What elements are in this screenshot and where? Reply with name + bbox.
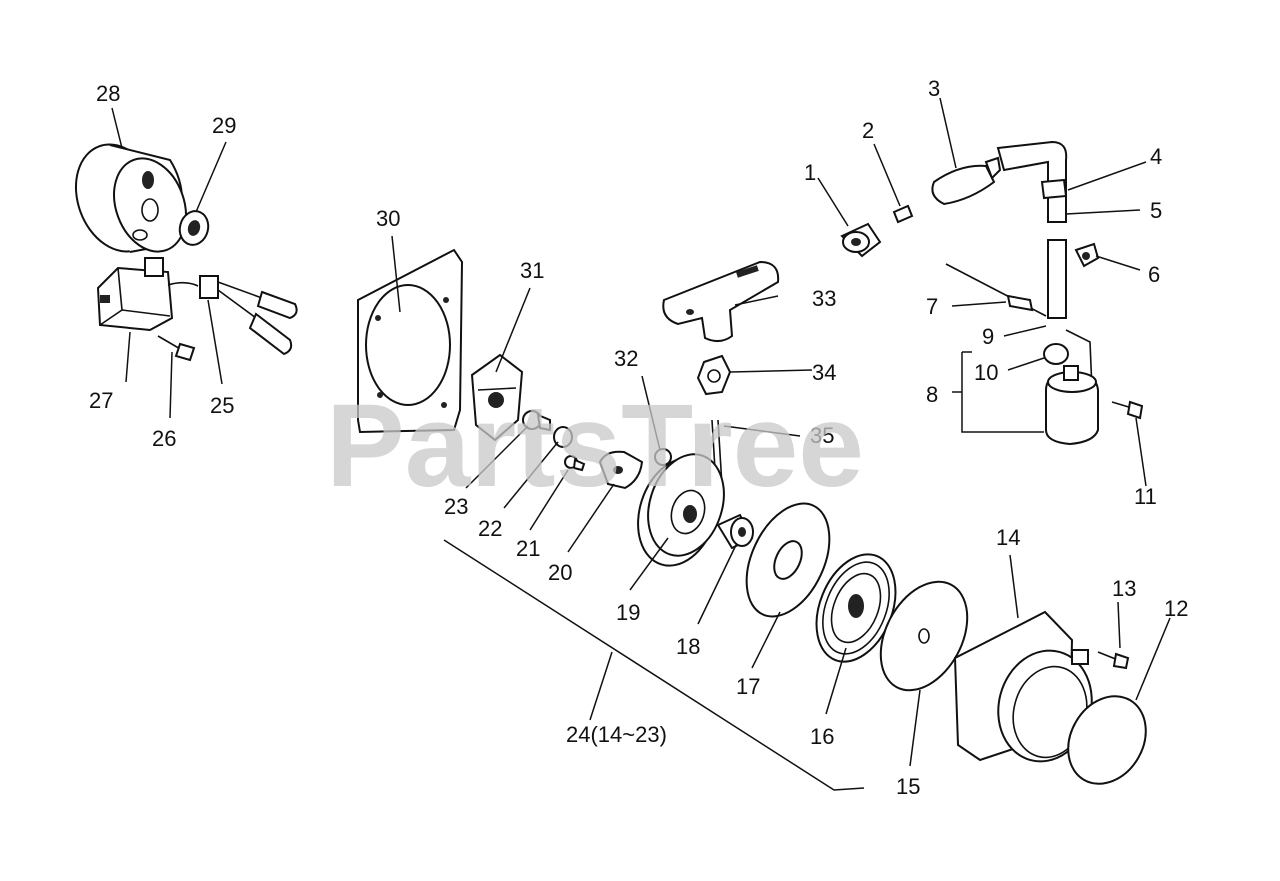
- callout-5[interactable]: 5: [1150, 198, 1162, 223]
- part-28-flywheel[interactable]: [62, 133, 199, 264]
- part-10-cap[interactable]: [1043, 329, 1093, 391]
- part-29-washer[interactable]: [176, 208, 212, 248]
- callout-34[interactable]: 34: [812, 360, 836, 385]
- callout-3[interactable]: 3: [928, 76, 940, 101]
- part-22-washer[interactable]: [553, 426, 573, 448]
- partstree-watermark: PartsTree: [326, 380, 864, 512]
- part-5-tube[interactable]: [996, 140, 1068, 319]
- callout-13[interactable]: 13: [1112, 576, 1136, 601]
- part-11-bolt[interactable]: [1111, 400, 1144, 420]
- callout-20[interactable]: 20: [548, 560, 572, 585]
- part-1-grommet[interactable]: [840, 222, 882, 258]
- part-21-screw[interactable]: [564, 455, 586, 472]
- part-12-cover[interactable]: [1053, 682, 1161, 798]
- callout-27[interactable]: 27: [89, 388, 113, 413]
- part-6-clip[interactable]: [1074, 242, 1100, 268]
- part-27-ignition-coil[interactable]: [96, 257, 199, 332]
- callout-9[interactable]: 9: [982, 324, 994, 349]
- callout-2[interactable]: 2: [862, 118, 874, 143]
- part-2-spring[interactable]: [892, 204, 914, 224]
- part-20-pawl[interactable]: [598, 450, 644, 490]
- part-23-screw[interactable]: [522, 410, 551, 432]
- part-17-plate[interactable]: [730, 490, 846, 629]
- callout-35[interactable]: 35: [810, 423, 834, 448]
- callout-24[interactable]: 24(14~23): [566, 722, 667, 747]
- callout-19[interactable]: 19: [616, 600, 640, 625]
- part-31-ratchet[interactable]: [470, 353, 524, 442]
- callout-12[interactable]: 12: [1164, 596, 1188, 621]
- part-26-bolt[interactable]: [157, 335, 196, 362]
- callout-32[interactable]: 32: [614, 346, 638, 371]
- callout-15[interactable]: 15: [896, 774, 920, 799]
- callout-14[interactable]: 14: [996, 525, 1020, 550]
- part-33-handle[interactable]: [662, 260, 780, 342]
- part-14-starter-housing[interactable]: [953, 610, 1104, 772]
- callout-22[interactable]: 22: [478, 516, 502, 541]
- leader-lines: [111, 97, 1171, 791]
- part-15-disc[interactable]: [863, 567, 985, 705]
- callout-30[interactable]: 30: [376, 206, 400, 231]
- callout-11[interactable]: 11: [1134, 484, 1157, 509]
- part-19-pulley[interactable]: [625, 444, 736, 576]
- part-34-knob[interactable]: [696, 354, 732, 396]
- part-30-gasket-plate[interactable]: [357, 248, 464, 434]
- callout-25[interactable]: 25: [210, 393, 234, 418]
- part-25-wire-terminal[interactable]: [199, 275, 298, 356]
- callout-17[interactable]: 17: [736, 674, 760, 699]
- callout-6[interactable]: 6: [1148, 262, 1160, 287]
- callout-21[interactable]: 21: [516, 536, 540, 561]
- part-7-lead-wire[interactable]: [945, 263, 1047, 317]
- part-32-nut[interactable]: [654, 448, 672, 466]
- callout-labels: 28 29 27 26 25 30 31 32 33 34 35 23 22 2…: [89, 76, 1188, 799]
- part-8-ignition-unit[interactable]: [1045, 365, 1099, 446]
- callout-18[interactable]: 18: [676, 634, 700, 659]
- callout-10[interactable]: 10: [974, 360, 998, 385]
- callout-7[interactable]: 7: [926, 294, 938, 319]
- callout-28[interactable]: 28: [96, 81, 120, 106]
- part-3-boot[interactable]: [931, 156, 1002, 206]
- callout-4[interactable]: 4: [1150, 144, 1162, 169]
- part-18-bushing[interactable]: [716, 513, 754, 550]
- part-13-bolt[interactable]: [1097, 651, 1130, 670]
- callout-16[interactable]: 16: [810, 724, 834, 749]
- callout-1[interactable]: 1: [804, 160, 816, 185]
- callout-8[interactable]: 8: [926, 382, 938, 407]
- callout-29[interactable]: 29: [212, 113, 236, 138]
- callout-33[interactable]: 33: [812, 286, 836, 311]
- callout-31[interactable]: 31: [520, 258, 544, 283]
- callout-26[interactable]: 26: [152, 426, 176, 451]
- callout-23[interactable]: 23: [444, 494, 468, 519]
